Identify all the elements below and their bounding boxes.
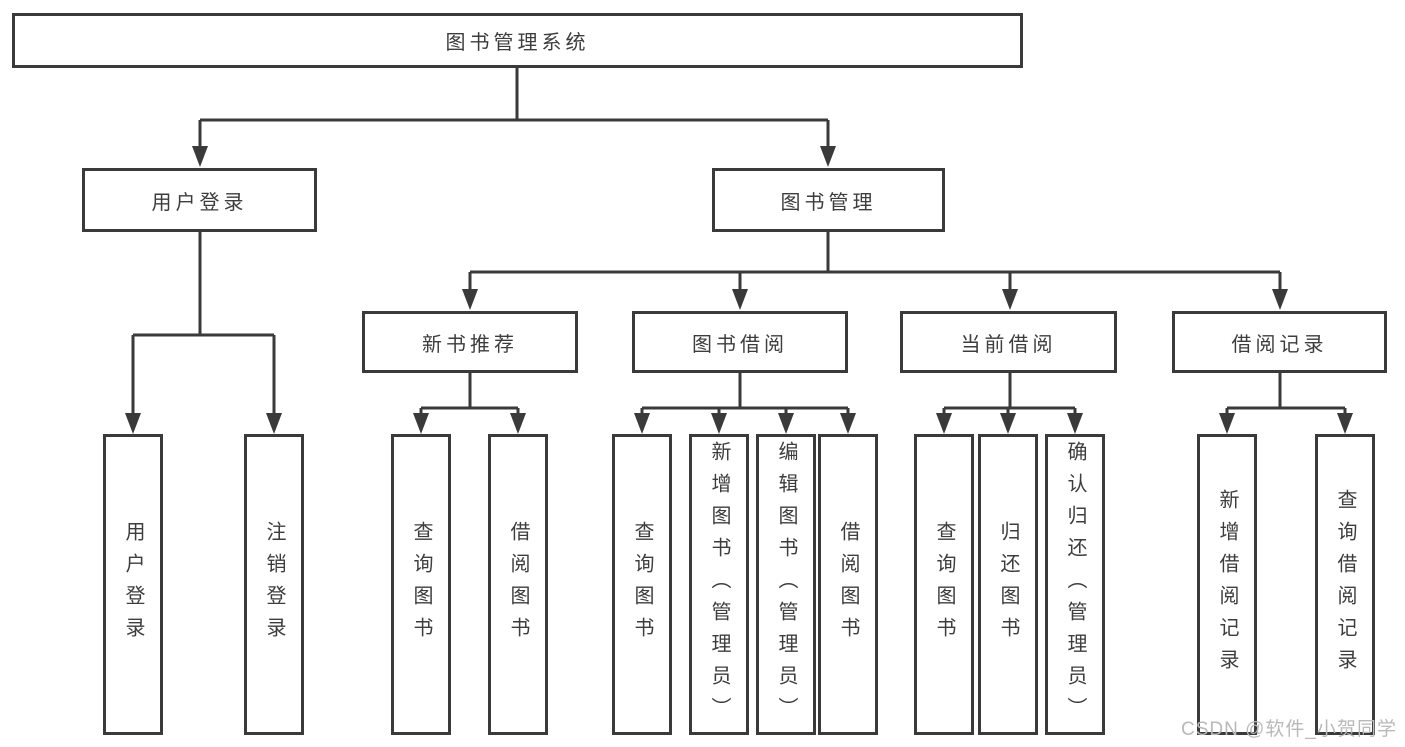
connector-current-borrowing-to-leaves xyxy=(936,373,1083,434)
node-borrowing-records: 借阅记录 xyxy=(1172,311,1387,373)
connector-borrowing-records-to-leaves xyxy=(1219,373,1353,434)
node-label: 新增图书（管理员） xyxy=(708,440,730,729)
node-label: 新书推荐 xyxy=(422,333,518,356)
node-label: 图书借阅 xyxy=(692,333,788,356)
node-return-books: 归还图书 xyxy=(978,434,1038,735)
node-logout: 注销登录 xyxy=(244,434,304,735)
node-label: 查询图书 xyxy=(631,520,653,649)
node-label: 借阅图书 xyxy=(507,520,529,649)
node-label: 用户登录 xyxy=(122,520,144,649)
node-label: 查询图书 xyxy=(933,520,955,649)
node-add-books-admin: 新增图书（管理员） xyxy=(689,434,749,735)
node-new-book-recommendation: 新书推荐 xyxy=(362,311,578,373)
node-confirm-return-admin: 确认归还（管理员） xyxy=(1045,434,1105,735)
node-current-borrowing: 当前借阅 xyxy=(900,311,1117,373)
connector-book-borrowing-to-leaves xyxy=(634,373,856,434)
node-book-borrowing: 图书借阅 xyxy=(632,311,848,373)
node-label: 当前借阅 xyxy=(960,333,1057,356)
node-label: 注销登录 xyxy=(263,520,285,649)
node-label: 确认归还（管理员） xyxy=(1064,440,1086,729)
node-add-borrowing-record: 新增借阅记录 xyxy=(1197,434,1257,735)
node-query-borrowing-record: 查询借阅记录 xyxy=(1315,434,1375,735)
node-label: 新增借阅记录 xyxy=(1216,488,1238,681)
node-borrow-books-borrowing: 借阅图书 xyxy=(818,434,878,735)
node-query-books-recommendation: 查询图书 xyxy=(391,434,451,735)
node-edit-books-admin: 编辑图书（管理员） xyxy=(756,434,816,735)
connector-root-to-level2 xyxy=(192,68,836,167)
connector-new-book-recommendation-to-leaves xyxy=(413,373,526,434)
connector-book-management-to-level3 xyxy=(462,232,1288,310)
node-query-books-borrowing: 查询图书 xyxy=(612,434,672,735)
node-label: 归还图书 xyxy=(997,520,1019,649)
node-label: 编辑图书（管理员） xyxy=(775,440,797,729)
node-borrow-books-recommendation: 借阅图书 xyxy=(488,434,548,735)
node-user-login-leaf: 用户登录 xyxy=(103,434,163,735)
node-label: 查询借阅记录 xyxy=(1334,488,1356,681)
connector-user-login-to-leaves xyxy=(125,232,282,434)
node-book-management: 图书管理 xyxy=(712,168,945,232)
watermark: CSDN @软件_小贺同学 xyxy=(1181,719,1397,740)
node-label: 图书管理系统 xyxy=(445,32,590,54)
node-user-login: 用户登录 xyxy=(82,168,317,232)
node-label: 借阅图书 xyxy=(837,520,859,649)
node-library-management-system: 图书管理系统 xyxy=(12,13,1023,68)
node-label: 借阅记录 xyxy=(1231,333,1328,356)
node-label: 查询图书 xyxy=(410,520,432,649)
node-label: 用户登录 xyxy=(151,191,248,214)
node-label: 图书管理 xyxy=(780,191,877,214)
node-query-books-current: 查询图书 xyxy=(914,434,974,735)
